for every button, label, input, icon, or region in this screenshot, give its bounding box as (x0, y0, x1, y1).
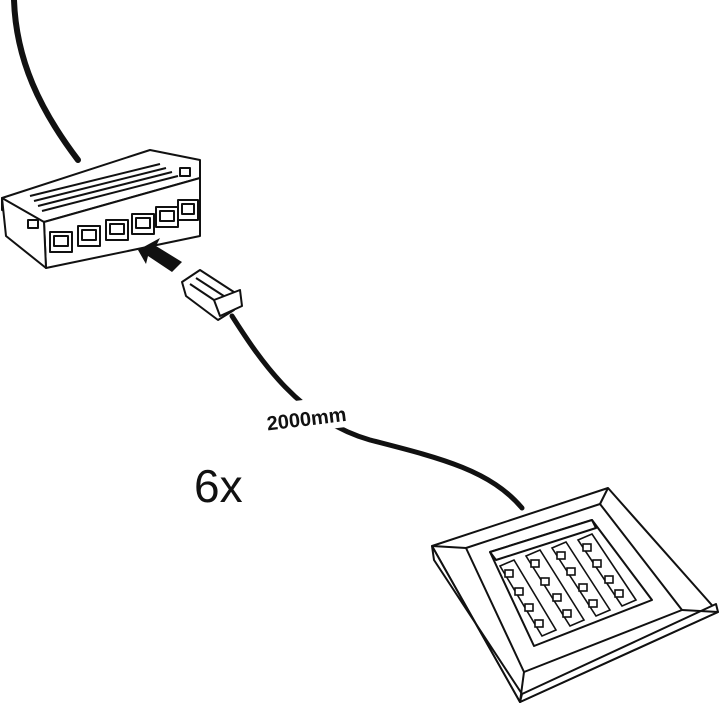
led-chips (504, 543, 624, 628)
supply-cable (11, 0, 81, 163)
led-cable (229, 313, 525, 511)
distributor-6-way (1, 149, 201, 269)
distributor-ports (49, 199, 199, 253)
insert-arrow-icon (138, 238, 182, 272)
plug-connector (181, 269, 243, 321)
quantity-label: 6x (194, 460, 243, 512)
led-strips (498, 533, 638, 638)
square-led-light (431, 487, 719, 703)
